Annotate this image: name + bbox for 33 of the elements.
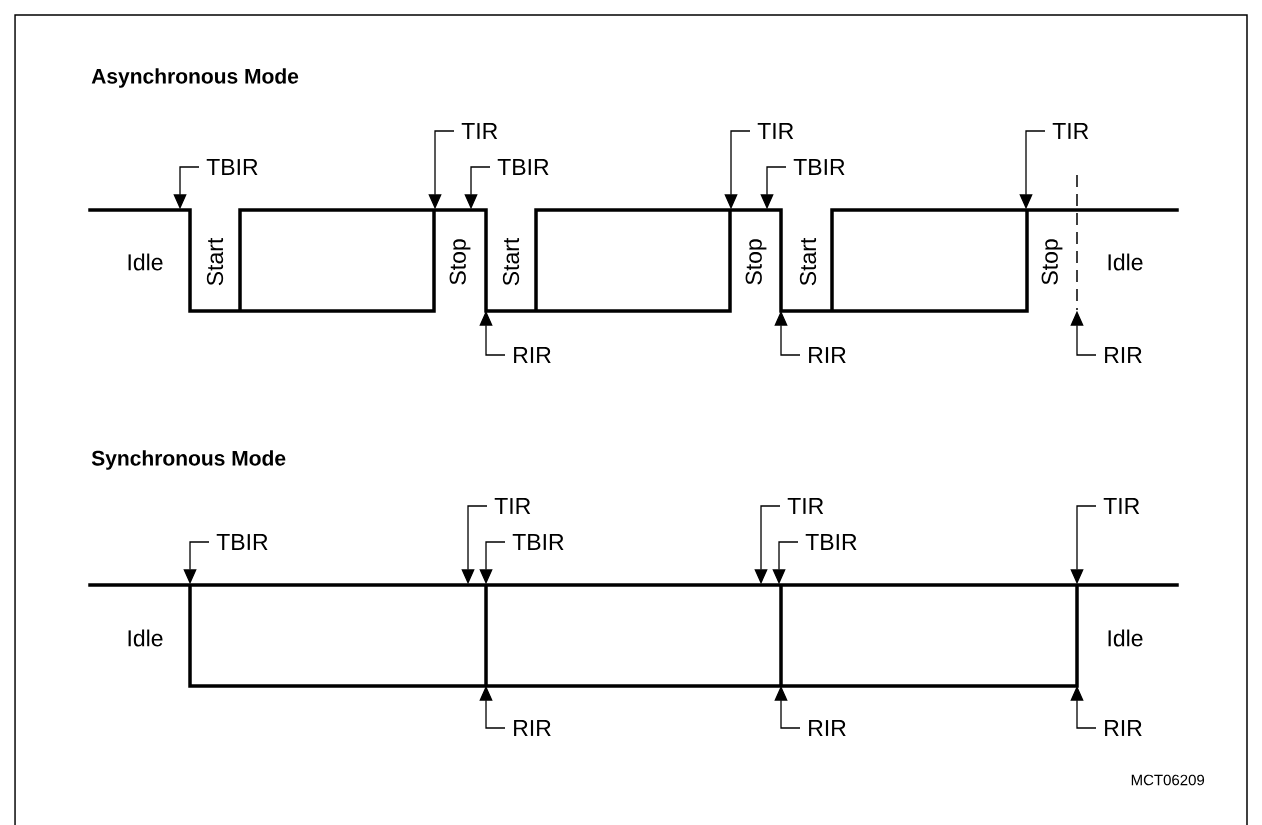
leader-text: TIR — [757, 123, 794, 139]
leader-text: TBIR — [805, 534, 857, 550]
figure-code: MCT06209 — [1131, 774, 1205, 786]
bit-label: Stop — [745, 239, 767, 285]
state-label: Idle — [1108, 629, 1143, 647]
leader-text: TBIR — [216, 534, 268, 550]
leader-text: TIR — [1103, 498, 1140, 514]
waveform-drawing — [88, 174, 1179, 313]
leader-text: TBIR — [497, 159, 549, 175]
leader-text: TIR — [1052, 123, 1089, 139]
leader-text: RIR — [514, 347, 551, 363]
leader-text: TBIR — [793, 159, 845, 175]
section-heading: Synchronous Mode — [91, 450, 286, 470]
leader-text: RIR — [514, 720, 551, 736]
bit-label: Start — [799, 237, 817, 286]
leader-text: RIR — [1105, 347, 1142, 363]
leader-text: RIR — [809, 347, 846, 363]
bit-label: Stop — [449, 239, 471, 285]
bit-label: Start — [206, 237, 224, 286]
leader-text: RIR — [1105, 720, 1142, 736]
bit-label: Stop — [1041, 239, 1063, 285]
leader-text: TBIR — [206, 159, 258, 175]
leader-text: TBIR — [512, 534, 564, 550]
leader-text: TIR — [494, 498, 531, 514]
state-label: Idle — [1108, 253, 1143, 271]
state-label: Idle — [128, 629, 163, 647]
waveform-drawing — [88, 583, 1179, 688]
leader-text: RIR — [809, 720, 846, 736]
section-heading: Asynchronous Mode — [91, 68, 299, 88]
leader-text: TIR — [787, 498, 824, 514]
leader-text: TIR — [461, 123, 498, 139]
state-label: Idle — [128, 253, 163, 271]
bit-label: Start — [502, 237, 520, 286]
